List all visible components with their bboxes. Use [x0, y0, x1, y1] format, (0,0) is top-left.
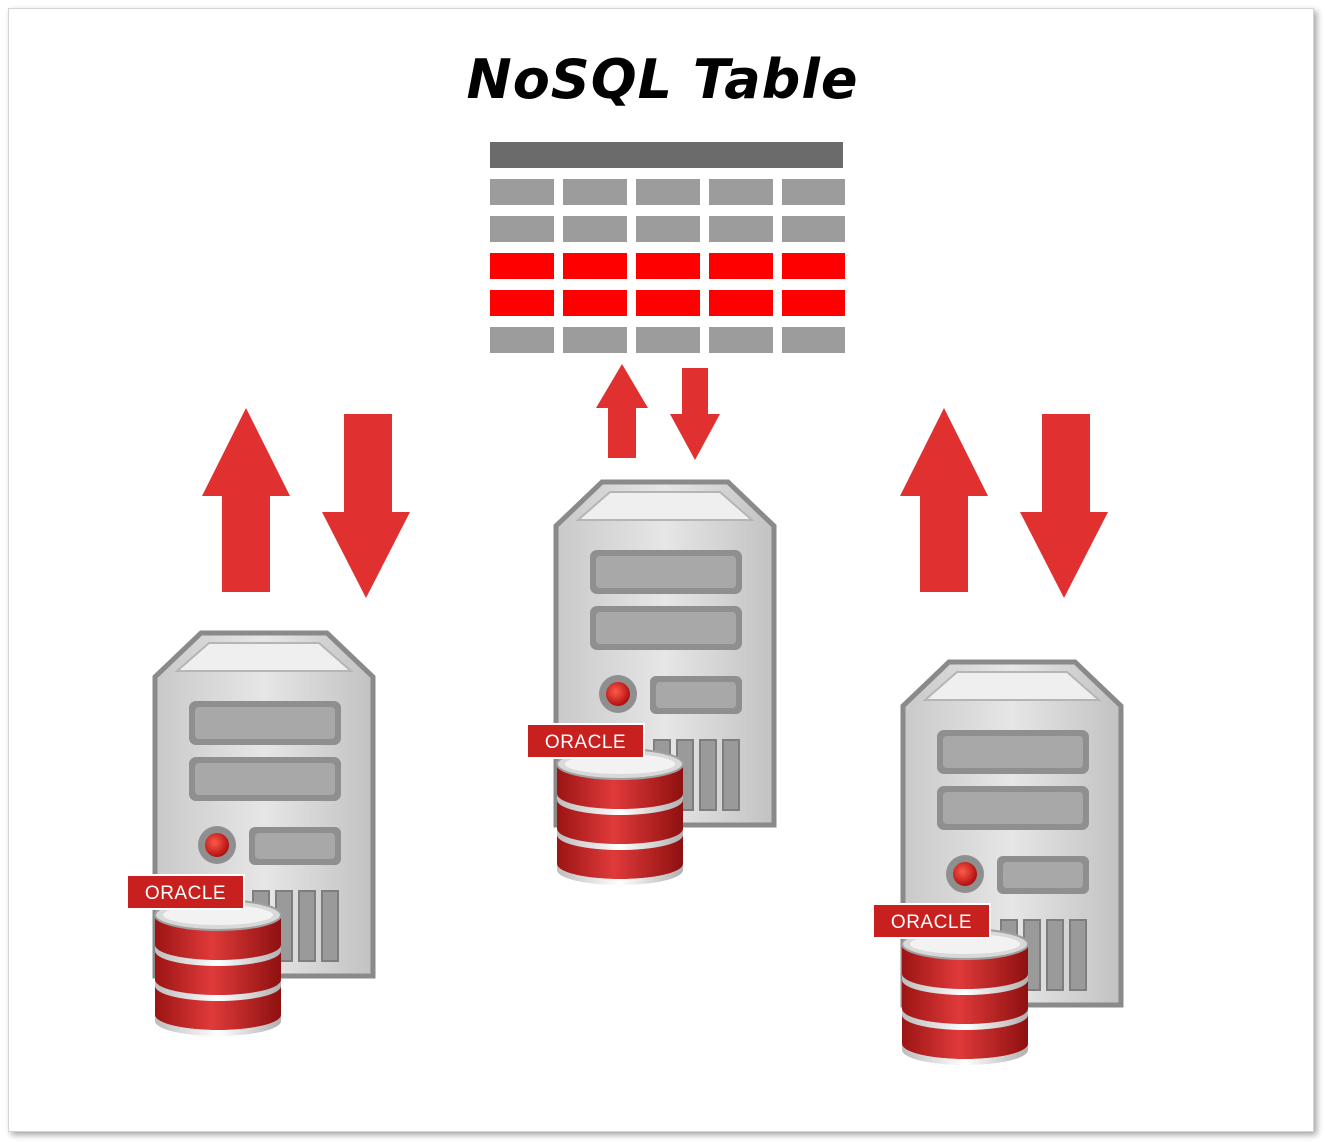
- arrows-left: [202, 408, 410, 598]
- drive-bay: [943, 736, 1083, 768]
- vent-slot: [722, 739, 740, 811]
- disk-ring: [155, 980, 281, 1001]
- nosql-table: [490, 142, 845, 353]
- oracle-logo-badge: [526, 723, 645, 759]
- table-cell: [709, 216, 773, 242]
- diagram-title: NoSQL Table: [466, 48, 859, 111]
- table-cell: [563, 216, 627, 242]
- table-cell: [563, 327, 627, 353]
- vent-slot: [1069, 919, 1087, 991]
- disk-ring: [557, 794, 683, 815]
- table-header-bar: [490, 142, 843, 168]
- table-cell-highlighted: [636, 253, 700, 279]
- disk-ring: [155, 1015, 281, 1036]
- drive-bay: [195, 707, 335, 739]
- arrow-up-right: [900, 408, 988, 592]
- oracle-database-icon: [556, 748, 684, 885]
- table-cell: [490, 327, 554, 353]
- front-slot: [1003, 862, 1083, 888]
- table-cell: [709, 179, 773, 205]
- table-cell-highlighted: [709, 253, 773, 279]
- arrow-up-center: [596, 364, 648, 458]
- disk-ring: [902, 1044, 1028, 1065]
- oracle-database-icon: [901, 928, 1029, 1065]
- server-top-bevel: [575, 491, 755, 521]
- oracle-database-icon: [154, 899, 282, 1036]
- server-top-bevel: [174, 642, 354, 672]
- servers: ORACLE ORACLE ORACLE: [126, 479, 1124, 1065]
- server-left: ORACLE: [126, 630, 376, 1036]
- table-cell: [636, 216, 700, 242]
- arrow-down-right: [1020, 414, 1108, 598]
- drive-bay: [596, 556, 736, 588]
- oracle-logo-text: ORACLE: [145, 883, 226, 904]
- table-cell-highlighted: [563, 253, 627, 279]
- table-cell: [636, 327, 700, 353]
- oracle-logo-badge: [872, 903, 991, 939]
- oracle-logo-text: ORACLE: [891, 912, 972, 933]
- table-cells: [490, 179, 845, 353]
- disk-ring: [902, 974, 1028, 995]
- vent-slot: [699, 739, 717, 811]
- table-cell: [490, 216, 554, 242]
- drive-bay: [195, 763, 335, 795]
- table-cell: [563, 179, 627, 205]
- server-center: ORACLE: [526, 479, 777, 885]
- vent-slot: [321, 890, 339, 962]
- drive-bay: [596, 612, 736, 644]
- arrow-up-left: [202, 408, 290, 592]
- disk-ring: [557, 864, 683, 885]
- vent-slot: [298, 890, 316, 962]
- vent-slot: [1046, 919, 1064, 991]
- front-slot: [656, 682, 736, 708]
- table-cell-highlighted: [563, 290, 627, 316]
- table-cell: [782, 179, 845, 205]
- arrow-down-center: [670, 368, 720, 460]
- table-cell: [782, 216, 845, 242]
- table-cell: [709, 327, 773, 353]
- disk-ring: [557, 829, 683, 850]
- server-top-bevel: [922, 671, 1102, 701]
- table-cell-highlighted: [490, 253, 554, 279]
- power-led: [953, 862, 977, 886]
- power-led: [606, 682, 630, 706]
- front-slot: [255, 833, 335, 859]
- table-cell-highlighted: [490, 290, 554, 316]
- table-cell-highlighted: [709, 290, 773, 316]
- drive-bay: [943, 792, 1083, 824]
- arrows-right: [900, 408, 1108, 598]
- disk-ring: [155, 945, 281, 966]
- power-led: [205, 833, 229, 857]
- oracle-logo-badge: [126, 874, 245, 910]
- table-cell-highlighted: [782, 253, 845, 279]
- disk-ring: [902, 1009, 1028, 1030]
- arrow-down-left: [322, 414, 410, 598]
- server-right: ORACLE: [872, 659, 1124, 1065]
- table-cell-highlighted: [782, 290, 845, 316]
- table-cell: [782, 327, 845, 353]
- arrows-center: [596, 364, 720, 460]
- table-cell: [490, 179, 554, 205]
- table-cell: [636, 179, 700, 205]
- oracle-logo-text: ORACLE: [545, 732, 626, 753]
- table-cell-highlighted: [636, 290, 700, 316]
